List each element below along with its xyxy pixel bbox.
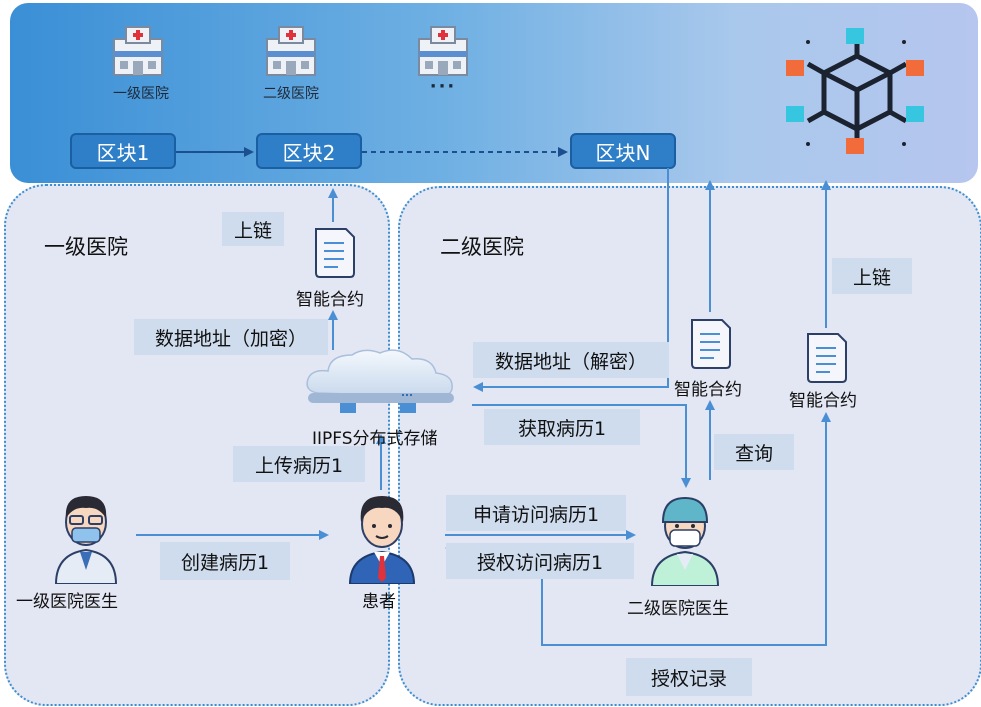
blockchain-network-icon [786, 28, 924, 154]
hospital-icon [418, 26, 468, 76]
apply-access-label: 申请访问病历1 [446, 495, 626, 531]
secondary-doctor-label: 二级医院医生 [627, 599, 729, 619]
cloud-storage-icon [306, 349, 454, 413]
hospital-icon [266, 26, 316, 76]
data-address-decrypted-label: 数据地址（解密） [473, 342, 669, 378]
get-record-label: 获取病历1 [484, 409, 640, 445]
smart-contract-label: 智能合约 [296, 290, 364, 310]
smart-contract-document-icon [807, 333, 847, 383]
create-record-label: 创建病历1 [160, 542, 290, 580]
authorize-access-label: 授权访问病历1 [446, 543, 634, 579]
primary-doctor-icon [54, 496, 118, 584]
hospital-label-secondary: 二级医院 [263, 86, 319, 102]
block-2: 区块2 [256, 133, 362, 169]
smart-contract-document-icon [691, 319, 731, 369]
hospital-label-more: ··· [429, 76, 457, 97]
primary-region-title: 一级医院 [44, 235, 128, 259]
uplink-label-primary: 上链 [222, 212, 284, 246]
upload-record-label: 上传病历1 [233, 446, 365, 482]
block-1: 区块1 [70, 133, 176, 169]
hospital-label-primary: 一级医院 [113, 86, 169, 102]
smart-contract-label: 智能合约 [789, 391, 857, 411]
secondary-doctor-icon [650, 496, 720, 586]
ipfs-storage-label: IIPFS分布式存储 [312, 429, 438, 449]
authorization-log-label: 授权记录 [626, 658, 752, 696]
data-address-encrypted-label: 数据地址（加密） [134, 319, 328, 355]
query-label: 查询 [714, 434, 794, 470]
block-n: 区块N [570, 133, 676, 169]
secondary-region-title: 二级医院 [440, 235, 524, 259]
patient-icon [348, 496, 416, 584]
hospital-icon [113, 26, 163, 76]
primary-doctor-label: 一级医院医生 [16, 592, 118, 612]
patient-label: 患者 [362, 592, 396, 612]
smart-contract-label: 智能合约 [674, 380, 742, 400]
smart-contract-document-icon [315, 228, 355, 278]
uplink-label-secondary: 上链 [832, 258, 912, 294]
